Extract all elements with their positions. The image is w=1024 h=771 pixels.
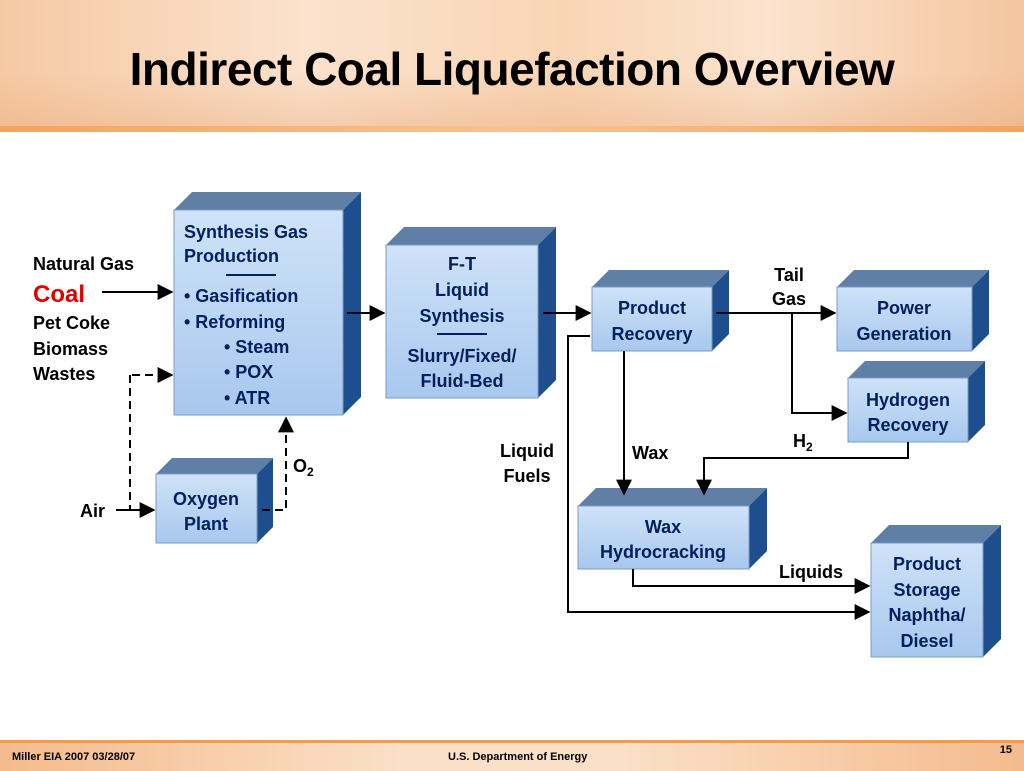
h2-label: H2: [793, 431, 813, 454]
oxygen-line-1: Oxygen: [173, 489, 239, 509]
air-label: Air: [80, 501, 105, 521]
box-oxygen-plant: Oxygen Plant: [155, 458, 273, 544]
liquid-fuels-label-1: Liquid: [500, 441, 554, 461]
syngas-subbullet-steam: • Steam: [224, 337, 289, 357]
feedstock-list: Natural Gas Coal Pet Coke Biomass Wastes: [33, 254, 134, 384]
power-line-1: Power: [877, 298, 931, 318]
box-synthesis-gas-production: Synthesis Gas Production • Gasification …: [173, 192, 361, 416]
syngas-bullet-gasification: • Gasification: [184, 286, 298, 306]
box-ft-liquid-synthesis: F-T Liquid Synthesis Slurry/Fixed/ Fluid…: [385, 227, 556, 399]
feedstock-wastes: Wastes: [33, 364, 95, 384]
box-product-storage: Product Storage Naphtha/ Diesel: [870, 525, 1001, 658]
feedstock-biomass: Biomass: [33, 339, 108, 359]
ft-line-5: Fluid-Bed: [421, 371, 504, 391]
header-background-image: [0, 72, 1024, 132]
product-recovery-line-1: Product: [618, 298, 686, 318]
syngas-subbullet-atr: • ATR: [224, 388, 270, 408]
storage-line-3: Naphtha/: [888, 605, 965, 625]
syngas-title-line-1: Synthesis Gas: [184, 222, 308, 242]
header-banner: [0, 0, 1024, 132]
wax-hc-line-2: Hydrocracking: [600, 542, 726, 562]
wax-label: Wax: [632, 443, 668, 463]
box-product-recovery: Product Recovery: [591, 270, 729, 352]
flow-arrows: [102, 284, 909, 620]
footer-center-text: U.S. Department of Energy: [448, 751, 588, 763]
ft-line-3: Synthesis: [419, 306, 504, 326]
box-wax-hydrocracking: Wax Hydrocracking: [577, 488, 767, 570]
liquid-fuels-label-2: Fuels: [503, 466, 550, 486]
storage-line-4: Diesel: [900, 631, 953, 651]
storage-line-1: Product: [893, 554, 961, 574]
page-title: Indirect Coal Liquefaction Overview: [129, 43, 895, 95]
hydrogen-line-1: Hydrogen: [866, 390, 950, 410]
footer-bar: Miller EIA 2007 03/28/07 U.S. Department…: [0, 740, 1024, 771]
feedstock-natural-gas: Natural Gas: [33, 254, 134, 274]
wax-hc-line-1: Wax: [645, 517, 681, 537]
footer-left-text: Miller EIA 2007 03/28/07: [12, 751, 136, 763]
tail-gas-label-2: Gas: [772, 289, 806, 309]
ft-line-4: Slurry/Fixed/: [407, 346, 516, 366]
power-line-2: Generation: [856, 324, 951, 344]
o2-label: O2: [293, 456, 314, 479]
ft-line-1: F-T: [448, 254, 476, 274]
arrow-liquids-to-storage: [632, 569, 871, 594]
syngas-subbullet-pox: • POX: [224, 362, 273, 382]
box-hydrogen-recovery: Hydrogen Recovery: [847, 361, 985, 443]
syngas-bullet-reforming: • Reforming: [184, 312, 285, 332]
hydrogen-line-2: Recovery: [867, 415, 948, 435]
syngas-title-line-2: Production: [184, 246, 279, 266]
arrow-liquidfuels-to-storage: [567, 335, 871, 620]
arrow-o2-to-syngas: [262, 416, 294, 511]
ft-line-2: Liquid: [435, 280, 489, 300]
arrow-h2-to-waxhc: [696, 442, 909, 496]
feedstock-coal: Coal: [33, 281, 85, 308]
flow-diagram: Natural Gas Coal Pet Coke Biomass Wastes…: [33, 192, 1001, 658]
arrow-tailgas-to-hydrogen: [791, 313, 848, 421]
product-recovery-line-2: Recovery: [611, 324, 692, 344]
slide-number: 15: [999, 744, 1012, 756]
liquids-label: Liquids: [779, 562, 843, 582]
box-power-generation: Power Generation: [836, 270, 989, 352]
oxygen-line-2: Plant: [184, 514, 228, 534]
storage-line-2: Storage: [893, 580, 960, 600]
feedstock-pet-coke: Pet Coke: [33, 313, 110, 333]
tail-gas-label-1: Tail: [774, 265, 804, 285]
header-stripe: [0, 126, 1024, 132]
